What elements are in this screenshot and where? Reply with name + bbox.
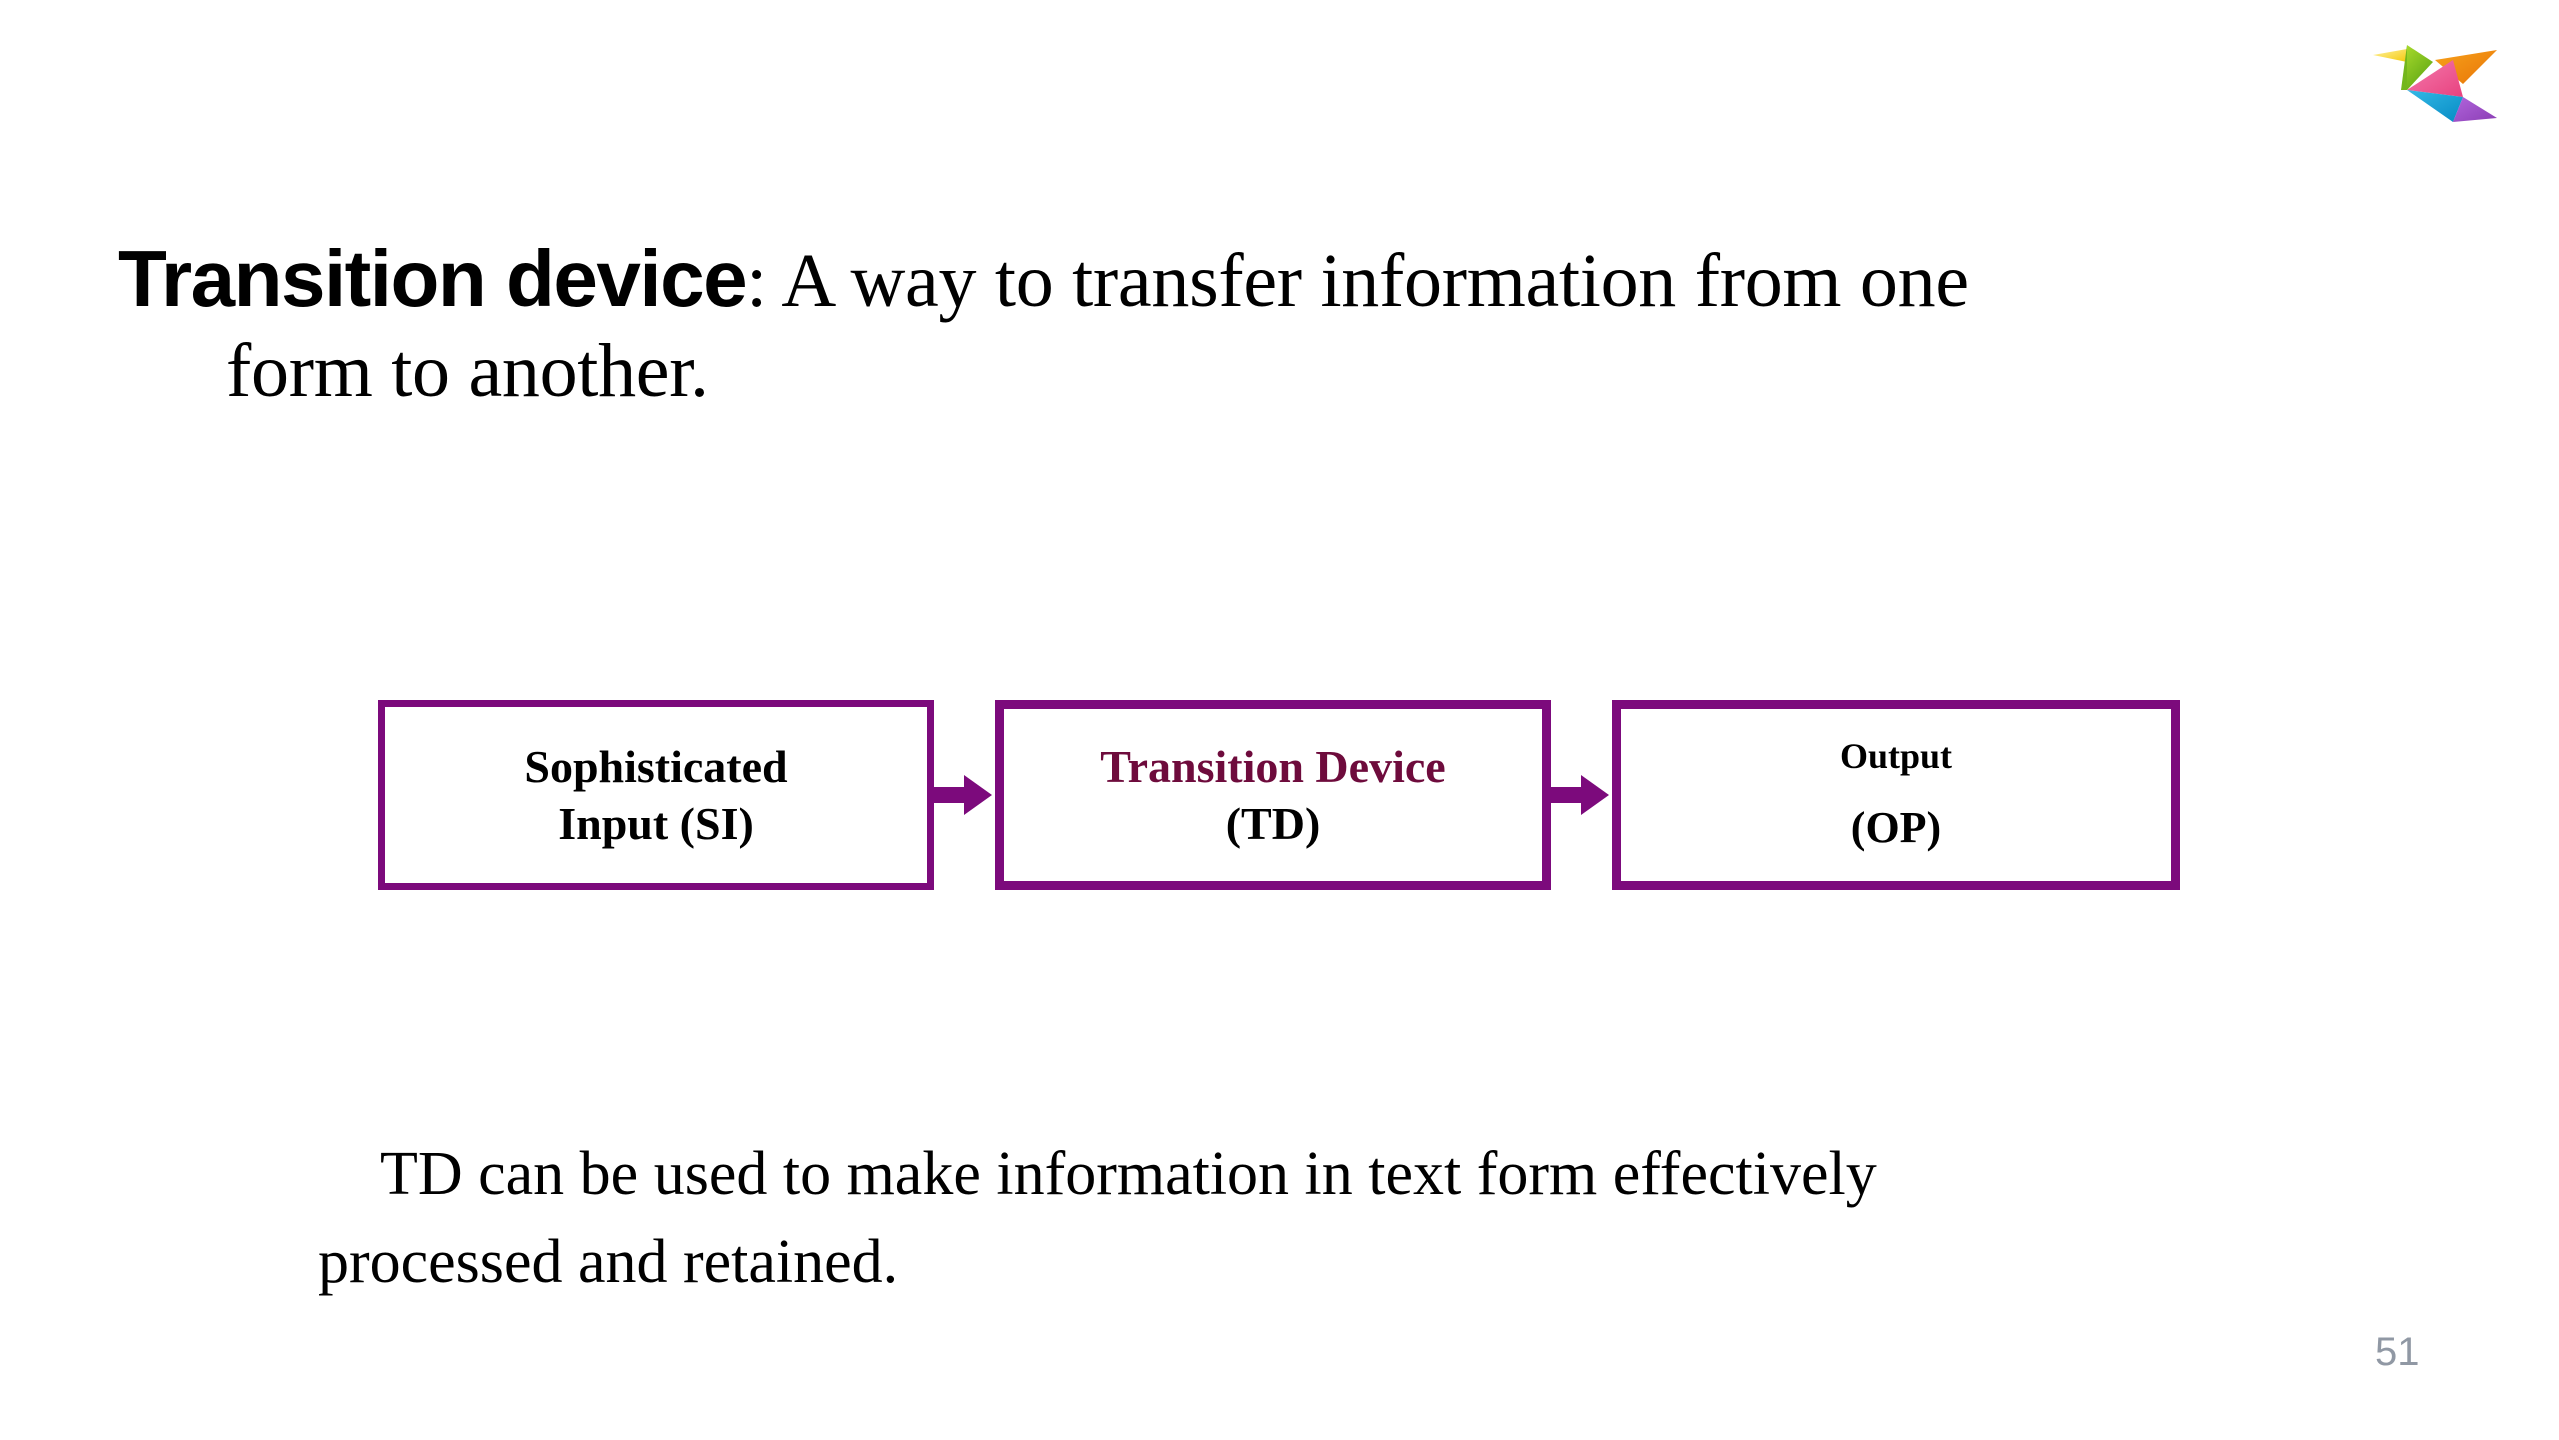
- arrow-device-to-output-icon: [1551, 765, 1612, 825]
- body-line-2: processed and retained.: [318, 1228, 899, 1297]
- flow-box-transition-device: Transition Device (TD): [995, 700, 1551, 890]
- title-line-1-rest: : A way to transfer information from one: [746, 239, 1969, 323]
- slide-title: Transition device: A way to transfer inf…: [118, 232, 2418, 416]
- flow-box-1-line-2: Input (SI): [558, 798, 754, 849]
- body-line-1: TD can be used to make information in te…: [380, 1140, 1877, 1208]
- title-line-1: Transition device: A way to transfer inf…: [118, 232, 2418, 327]
- flow-box-sophisticated-input: Sophisticated Input (SI): [378, 700, 934, 890]
- flow-box-3-line-1: Output: [1839, 736, 1953, 777]
- transition-device-flow-diagram: Sophisticated Input (SI) Transition Devi…: [378, 700, 2184, 890]
- flow-box-2-line-1: Transition Device: [1100, 740, 1446, 792]
- slide-body-text: TD can be used to make information in te…: [318, 1130, 2368, 1306]
- page-number: 51: [2375, 1330, 2420, 1374]
- title-line-2: form to another.: [226, 328, 709, 413]
- flow-box-1-line-1: Sophisticated: [524, 740, 788, 792]
- origami-bird-logo: [2345, 22, 2505, 142]
- arrow-input-to-device-icon: [934, 765, 995, 825]
- flow-box-2-line-2: (TD): [1225, 798, 1321, 849]
- flow-box-3-line-2: (OP): [1850, 803, 1942, 853]
- flow-box-output: Output (OP): [1612, 700, 2180, 890]
- title-strong-term: Transition device: [118, 234, 748, 323]
